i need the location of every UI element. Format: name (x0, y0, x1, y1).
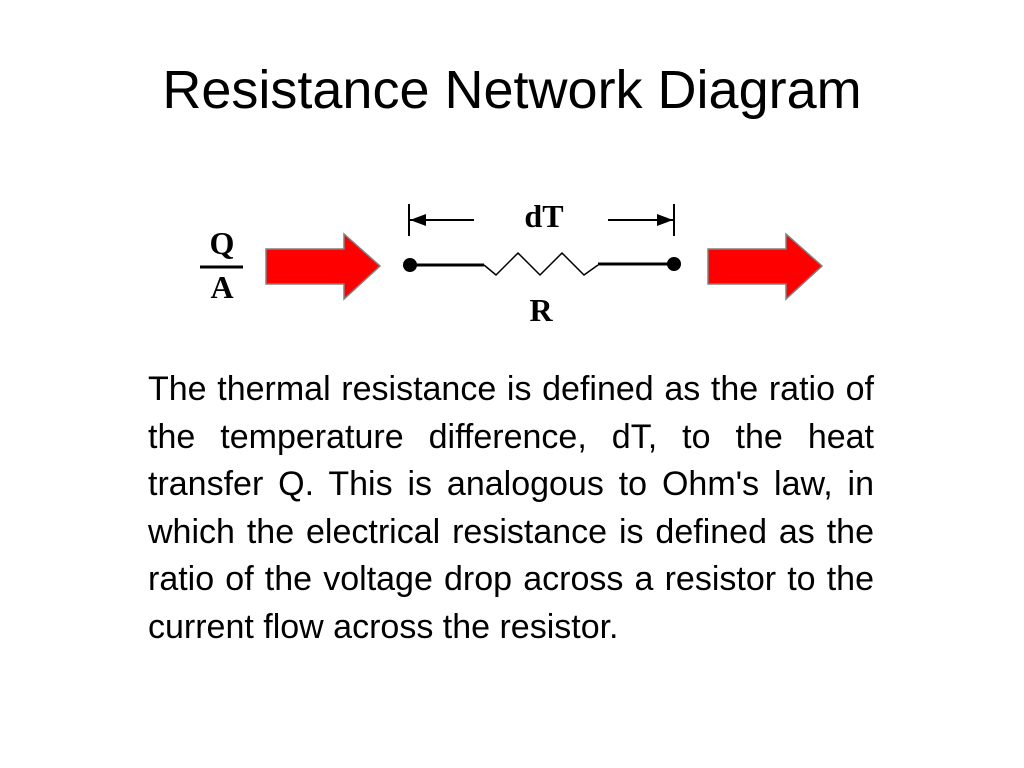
right-node (667, 257, 681, 271)
thermal-resistance-description: The thermal resistance is defined as the… (148, 370, 874, 646)
flux-numerator: Q (210, 225, 235, 261)
dt-left-arrowhead (410, 214, 426, 226)
slide-title: Resistance Network Diagram (162, 60, 862, 120)
outgoing-heat-arrow (707, 232, 824, 301)
resistor-zigzag (483, 251, 599, 277)
incoming-heat-arrow (265, 232, 382, 301)
resistance-label: R (529, 292, 553, 328)
temperature-difference-label: dT (524, 198, 563, 234)
dt-right-arrowhead (657, 214, 673, 226)
flux-denominator: A (210, 269, 233, 305)
